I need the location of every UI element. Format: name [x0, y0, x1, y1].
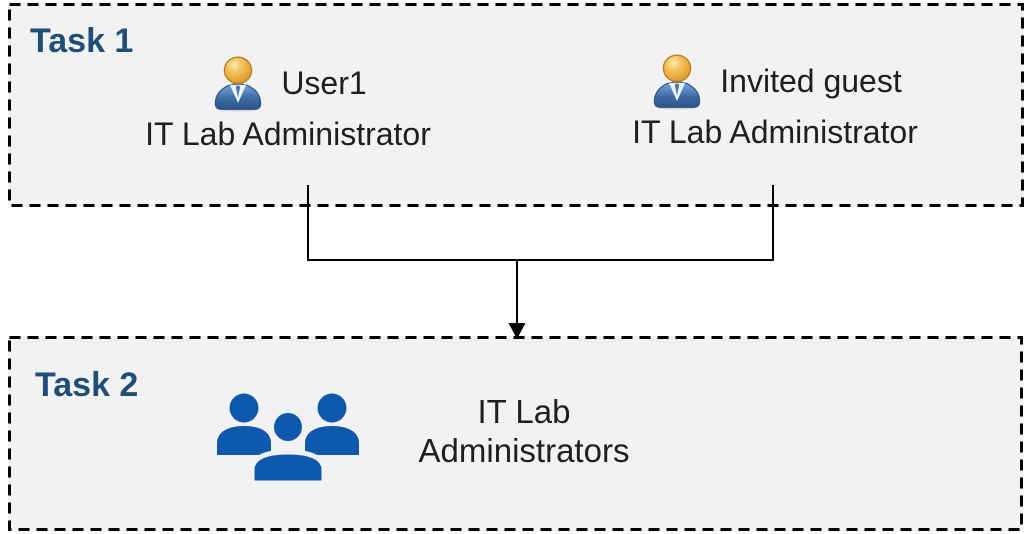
group-name: IT Lab Administrators: [374, 392, 674, 470]
task1-member-invited-guest: Invited guest IT Lab Administrator: [615, 50, 935, 152]
member-name: User1: [281, 64, 367, 101]
member-row: Invited guest: [648, 50, 902, 112]
group-name-line2: Administrators: [418, 432, 630, 469]
user-icon: [215, 56, 262, 112]
task1-title: Task 1: [30, 22, 134, 60]
member-row: User1: [209, 52, 367, 114]
member-role: IT Lab Administrator: [145, 116, 431, 152]
member-role: IT Lab Administrator: [632, 114, 918, 150]
task1-member-user1: User1 IT Lab Administrator: [128, 52, 448, 154]
group-name-line1: IT Lab: [477, 393, 571, 430]
task2-title: Task 2: [35, 366, 139, 404]
user-group-icon: [217, 393, 359, 483]
member-name: Invited guest: [720, 62, 902, 99]
user-icon: [654, 54, 701, 110]
